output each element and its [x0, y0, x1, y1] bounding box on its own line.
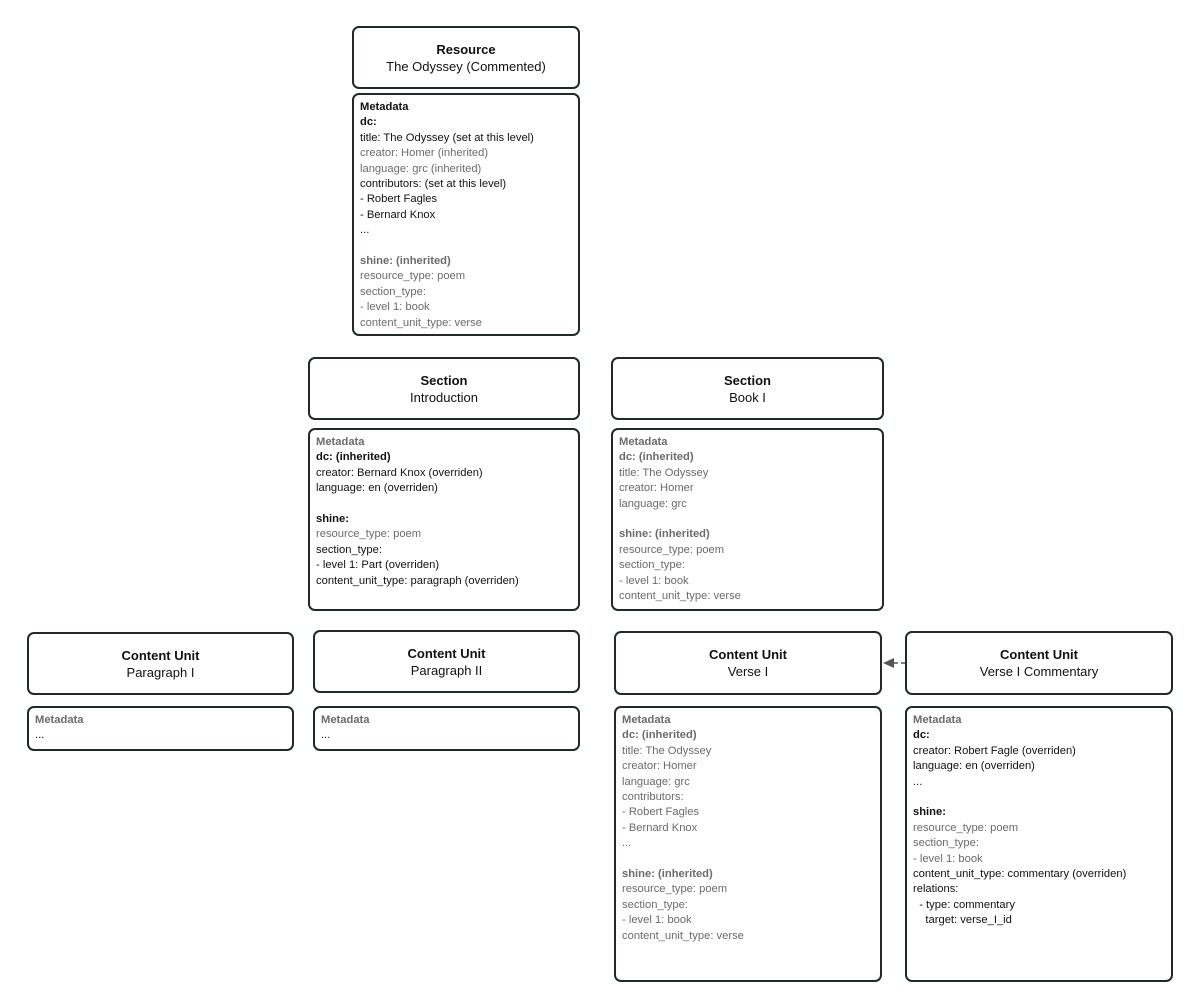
- metadata-line: target: verse_I_id: [913, 914, 1012, 927]
- metadata-line: [619, 512, 876, 527]
- relation-arrow-head: [883, 658, 894, 668]
- node-kind: Section: [724, 372, 771, 388]
- metadata-line: resource_type: poem: [622, 883, 728, 896]
- metadata-line: shine:: [316, 513, 349, 526]
- metadata-line: shine: (inherited): [619, 528, 710, 541]
- metadata-line: dc: (inherited): [316, 451, 391, 464]
- metadata-line: section_type:: [622, 898, 688, 911]
- metadata-line: - level 1: book: [913, 852, 983, 865]
- metadata-line: resource_type: poem: [619, 543, 725, 556]
- metadata-line: section_type:: [360, 285, 426, 298]
- node-kind: Section: [420, 372, 468, 388]
- metadata-line: shine: (inherited): [622, 868, 713, 881]
- metadata-line: ...: [913, 775, 923, 788]
- metadata-line: language: en (overriden): [913, 760, 1035, 773]
- metadata-line: - Robert Fagles: [360, 193, 438, 206]
- metadata-heading: Metadata: [316, 436, 365, 448]
- metadata-line: content_unit_type: verse: [360, 316, 482, 329]
- content-unit-paragraph-ii-metadata: Metadata...: [313, 706, 580, 751]
- metadata-line: [316, 497, 572, 512]
- node-name: Introduction: [410, 389, 478, 405]
- node-kind: Content Unit: [1000, 647, 1078, 662]
- metadata-line: content_unit_type: commentary (overriden…: [913, 868, 1127, 881]
- metadata-line: [622, 852, 874, 867]
- metadata-line: [913, 790, 1165, 805]
- metadata-line: - level 1: book: [619, 574, 689, 587]
- metadata-line: dc:: [360, 116, 377, 129]
- section-book-i-metadata: Metadata dc: (inherited) title: The Odysse…: [611, 428, 884, 611]
- content-unit-paragraph-i-node[interactable]: Content Unit Paragraph I: [27, 632, 294, 695]
- node-name: Verse I: [727, 664, 769, 679]
- metadata-line: - level 1: book: [622, 914, 692, 927]
- content-unit-verse-i-commentary-metadata: Metadata dc: creator: Robert Fagle (overri…: [905, 706, 1173, 982]
- metadata-line: creator: Bernard Knox (overriden): [316, 466, 483, 479]
- metadata-heading: Metadata: [321, 714, 370, 726]
- content-unit-verse-i-metadata: Metadata dc: (inherited) title: The Odysse…: [614, 706, 882, 982]
- metadata-line: ...: [360, 224, 370, 237]
- metadata-line: creator: Robert Fagle (overriden): [913, 744, 1076, 757]
- node-name: The Odyssey (Commented): [386, 58, 546, 74]
- node-name: Book I: [729, 389, 766, 405]
- metadata-line: section_type:: [913, 837, 979, 850]
- metadata-line: creator: Homer: [622, 760, 697, 773]
- metadata-line: - Robert Fagles: [622, 806, 700, 819]
- metadata-line: relations:: [913, 883, 959, 896]
- node-kind: Content Unit: [407, 645, 486, 661]
- metadata-heading: Metadata: [35, 714, 84, 726]
- metadata-line: shine: (inherited): [360, 255, 451, 268]
- metadata-line: content_unit_type: verse: [622, 929, 744, 942]
- node-kind: Content Unit: [121, 647, 200, 663]
- metadata-line: ...: [622, 837, 632, 850]
- metadata-heading: Metadata: [622, 714, 671, 726]
- metadata-line: dc: (inherited): [622, 729, 697, 742]
- section-introduction-node[interactable]: Section Introduction: [308, 357, 580, 420]
- node-name: Paragraph II: [410, 662, 483, 678]
- metadata-line: shine:: [913, 806, 946, 819]
- metadata-line: [360, 239, 572, 254]
- metadata-line: section_type:: [316, 543, 382, 556]
- metadata-line: dc: (inherited): [619, 451, 694, 464]
- metadata-line: - type: commentary: [913, 898, 1015, 911]
- metadata-line: language: grc: [619, 497, 687, 510]
- node-kind: Resource: [436, 41, 496, 57]
- metadata-line: dc:: [913, 729, 930, 742]
- metadata-line: ...: [321, 729, 331, 742]
- content-unit-paragraph-i-metadata: Metadata...: [27, 706, 294, 751]
- resource-node[interactable]: Resource The Odyssey (Commented): [352, 26, 580, 89]
- content-unit-verse-i-commentary-node[interactable]: Content Unit Verse I Commentary: [905, 631, 1173, 695]
- metadata-line: title: The Odyssey (set at this level): [360, 131, 534, 144]
- metadata-line: content_unit_type: verse: [619, 590, 741, 603]
- metadata-line: ...: [35, 729, 45, 742]
- metadata-line: creator: Homer (inherited): [360, 147, 489, 160]
- metadata-line: contributors:: [622, 791, 684, 804]
- resource-metadata: Metadata dc: title: The Odyssey (set at th…: [352, 93, 580, 336]
- section-introduction-metadata: Metadata dc: (inherited) creator: Bernard …: [308, 428, 580, 611]
- content-unit-paragraph-ii-node[interactable]: Content Unit Paragraph II: [313, 630, 580, 693]
- metadata-line: content_unit_type: paragraph (overriden): [316, 574, 519, 587]
- metadata-line: language: grc: [622, 775, 690, 788]
- metadata-line: - Bernard Knox: [360, 208, 436, 221]
- metadata-line: - Bernard Knox: [622, 821, 698, 834]
- metadata-line: creator: Homer: [619, 482, 694, 495]
- metadata-line: resource_type: poem: [360, 270, 466, 283]
- section-book-i-node[interactable]: Section Book I: [611, 357, 884, 420]
- metadata-line: title: The Odyssey: [619, 466, 709, 479]
- metadata-line: section_type:: [619, 559, 685, 572]
- metadata-line: - level 1: Part (overriden): [316, 559, 440, 572]
- content-unit-verse-i-node[interactable]: Content Unit Verse I: [614, 631, 882, 695]
- node-kind: Content Unit: [709, 647, 787, 662]
- node-name: Paragraph I: [126, 664, 195, 680]
- metadata-line: language: grc (inherited): [360, 162, 482, 175]
- metadata-line: resource_type: poem: [316, 528, 422, 541]
- node-name: Verse I Commentary: [979, 664, 1099, 679]
- metadata-heading: Metadata: [913, 714, 962, 726]
- metadata-line: language: en (overriden): [316, 482, 438, 495]
- metadata-line: contributors: (set at this level): [360, 178, 507, 191]
- metadata-heading: Metadata: [360, 101, 409, 113]
- metadata-line: resource_type: poem: [913, 821, 1019, 834]
- metadata-line: title: The Odyssey: [622, 744, 712, 757]
- metadata-line: - level 1: book: [360, 301, 430, 314]
- metadata-heading: Metadata: [619, 436, 668, 448]
